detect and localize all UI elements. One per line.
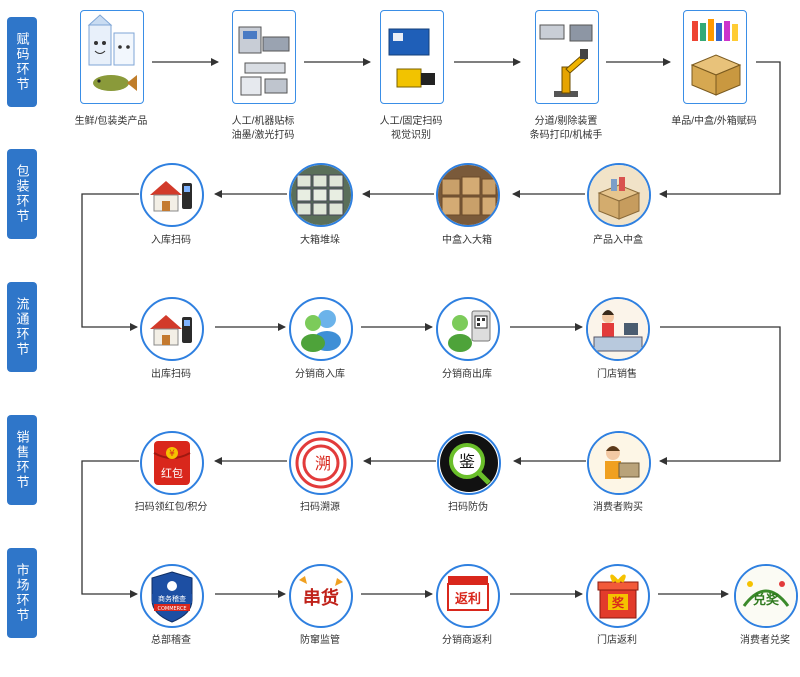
- stage-tab-circulation: 流通环节: [7, 282, 37, 372]
- anti-diversion-image: 串货: [289, 564, 353, 628]
- inbound-scan-image: [140, 163, 204, 227]
- label-scan-anticounterfeit: 扫码防伪: [448, 502, 488, 513]
- stage-tab-market: 市场环节: [7, 548, 37, 638]
- distributor-in-image: [289, 297, 353, 361]
- label-fresh-products: 生鲜/包装类产品: [74, 116, 148, 127]
- fresh-products-image: [80, 10, 144, 104]
- redeem-prize-icon: 兑奖: [736, 566, 796, 626]
- hq-inspect-image: 商务稽查 COMMERCE: [140, 564, 204, 628]
- product-to-box-image: [587, 163, 651, 227]
- carton-box-icon: [690, 19, 742, 96]
- box-to-carton-image: [436, 163, 500, 227]
- redpacket-text: 红包: [161, 467, 183, 480]
- scan-redpacket-image: ¥ 红包: [140, 431, 204, 495]
- label-hq-inspect: 总部稽查: [151, 635, 191, 646]
- yuan-glyph: ¥: [169, 449, 175, 459]
- no-diversion-icon: 串货: [299, 576, 343, 609]
- label-distributor-out: 分销商出库: [442, 369, 492, 380]
- open-box-icon: [589, 165, 649, 225]
- magnifier-icon: 鉴: [440, 434, 498, 492]
- distributor-out-image: [436, 297, 500, 361]
- fixed-scanner-image: [380, 10, 444, 104]
- stage-tab-packing: 包装环节: [7, 149, 37, 239]
- warehouse-scanner-icon: [150, 315, 192, 346]
- diversion-glyphs: 串货: [303, 587, 339, 609]
- label-anti-diversion: 防窜监管: [300, 635, 340, 646]
- label-carton-stack: 大箱堆垛: [300, 235, 340, 246]
- distributor-rebate-image: 返利: [436, 564, 500, 628]
- label-inbound-scan: 入库扫码: [151, 235, 191, 246]
- outbound-scan-image: [140, 297, 204, 361]
- robot-arm-icon: [539, 24, 593, 97]
- users-qr-icon: [448, 310, 491, 352]
- label-distributor-rebate: 分销商返利: [442, 635, 492, 646]
- label-box-to-carton: 中盒入大箱: [442, 235, 492, 246]
- label-unit-box-coding: 单品/中盒/外箱赋码: [671, 116, 757, 127]
- redeem-text: 兑奖: [753, 592, 780, 608]
- milk-carton-fish-icon: [87, 14, 137, 91]
- label-consumer-redeem: 消费者兑奖: [740, 635, 790, 646]
- label-fixed-scan: 人工/固定扫码 视觉识别: [379, 116, 443, 141]
- prize-glyph: 奖: [612, 595, 625, 610]
- scan-anticounterfeit-image: 鉴: [437, 431, 501, 495]
- trace-spiral-icon: 溯: [295, 437, 347, 489]
- store-rebate-image: 奖: [586, 564, 650, 628]
- stacked-boxes-icon: [291, 165, 351, 225]
- stage-tab-coding: 赋码环节: [7, 17, 37, 107]
- stage-tab-sales: 销售环节: [7, 415, 37, 505]
- rebate-sign-icon: 返利: [447, 576, 489, 611]
- warehouse-boxes-icon: [438, 165, 498, 225]
- trace-glyph: 溯: [315, 454, 331, 473]
- label-scan-trace: 扫码溯源: [300, 502, 340, 513]
- label-distributor-in: 分销商入库: [295, 369, 345, 380]
- printer-machine-icon: [238, 26, 290, 96]
- anticounterfeit-glyph: 鉴: [459, 452, 475, 471]
- cashier-icon: [588, 299, 648, 359]
- barcode-scanner-icon: [388, 28, 435, 88]
- gift-box-icon: 奖: [597, 574, 639, 619]
- label-sorting: 分道/剔除装置 条码打印/机械手: [529, 116, 603, 141]
- label-scan-redpacket: 扫码领红包/积分: [134, 502, 208, 513]
- scan-trace-image: 溯: [289, 431, 353, 495]
- label-consumer-buy: 消费者购买: [593, 502, 643, 513]
- label-store-rebate: 门店返利: [597, 635, 637, 646]
- users-icon: [301, 310, 341, 352]
- label-product-to-box: 产品入中盒: [593, 235, 643, 246]
- warehouse-scanner-icon: [150, 181, 192, 212]
- unit-box-image: [683, 10, 747, 104]
- carton-stack-image: [289, 163, 353, 227]
- labeling-machine-image: [232, 10, 296, 104]
- label-manual-machine-label: 人工/机器贴标 油墨/激光打码: [231, 116, 295, 141]
- rebate-text: 返利: [455, 591, 481, 607]
- inspect-en-text: COMMERCE: [157, 606, 186, 612]
- consumer-redeem-image: 兑奖: [734, 564, 798, 628]
- store-sale-image: [586, 297, 650, 361]
- label-store-sale: 门店销售: [597, 369, 637, 380]
- label-outbound-scan: 出库扫码: [151, 369, 191, 380]
- inspection-badge-icon: 商务稽查 COMMERCE: [151, 571, 193, 623]
- shopping-person-icon: [589, 433, 649, 493]
- sorting-robot-image: [535, 10, 599, 104]
- inspect-cn-text: 商务稽查: [158, 594, 186, 603]
- consumer-buy-image: [587, 431, 651, 495]
- red-packet-icon: ¥ 红包: [153, 441, 191, 485]
